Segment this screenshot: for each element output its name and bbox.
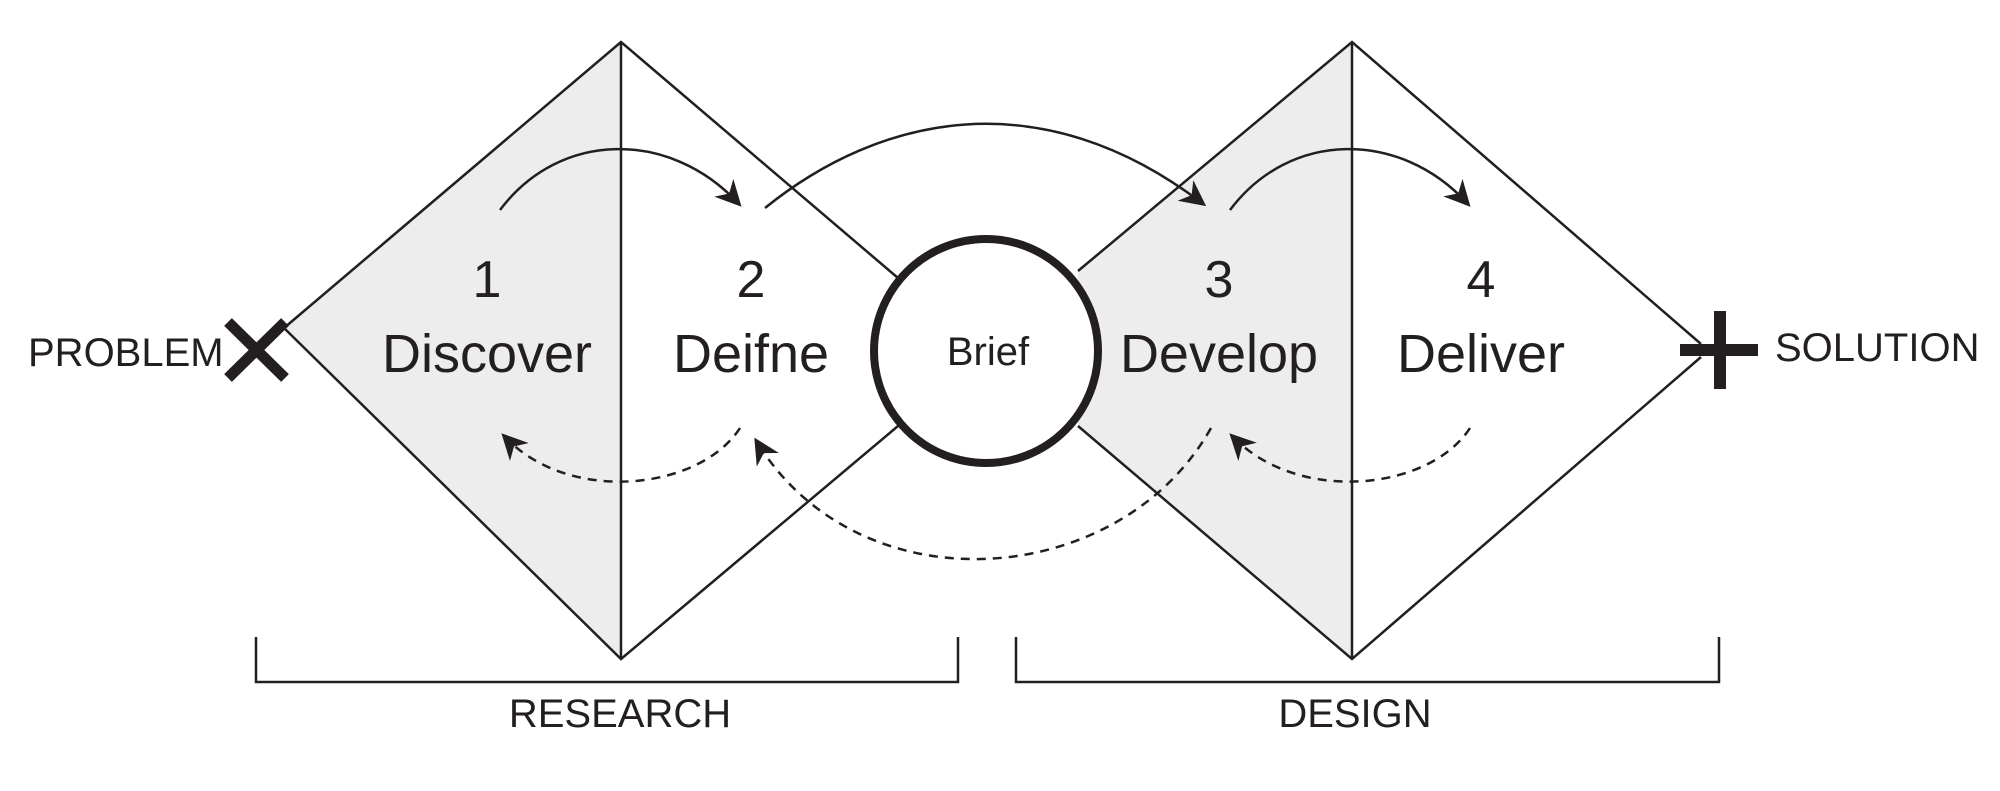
problem-label: PROBLEM: [28, 331, 224, 375]
arrow-discover-to-define: [499, 147, 742, 211]
arrow-define-back-to-discover: [501, 427, 742, 483]
brief-circle: [870, 235, 1102, 467]
phase-2-number: 2: [737, 251, 766, 309]
design-bracket: [1014, 637, 1721, 684]
brief-label: Brief: [947, 330, 1030, 374]
phase-1-label: Discover: [382, 324, 592, 384]
arrow-define-to-develop: [764, 122, 1207, 209]
research-bracket: [254, 637, 960, 684]
solution-label: SOLUTION: [1775, 326, 1979, 370]
phase-2-label: Deifne: [673, 324, 829, 384]
research-label: RESEARCH: [509, 692, 731, 736]
phase-4-label: Deliver: [1397, 324, 1565, 384]
solution-plus-icon: [1680, 311, 1758, 389]
phase-1-number: 1: [473, 251, 502, 309]
phase-3-number: 3: [1205, 251, 1234, 309]
develop-shaded-area: [1078, 42, 1352, 659]
arrow-develop-to-deliver: [1229, 147, 1471, 211]
discover-shaded-area: [284, 42, 621, 659]
arrow-deliver-back-to-develop: [1229, 427, 1472, 483]
phase-4-number: 4: [1467, 251, 1496, 309]
design-label: DESIGN: [1278, 692, 1431, 736]
phase-3-label: Develop: [1120, 324, 1318, 384]
problem-x-icon: [224, 318, 289, 382]
